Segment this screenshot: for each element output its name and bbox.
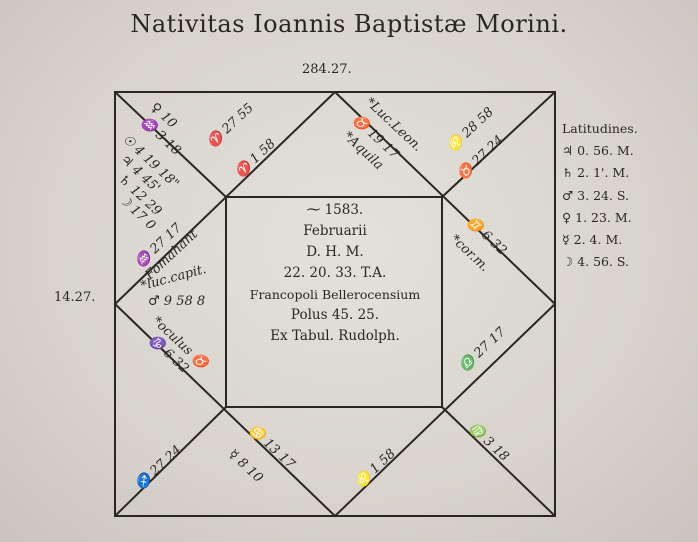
polus-elevation: Polus 45. 25. [290,307,380,323]
annotation-mercury: ☿ 8 10 [225,447,265,486]
tables-source: Ex Tabul. Rudolph. [270,328,400,344]
annotation-sagittarius: ♐ 27 24 [132,442,185,493]
birth-place: Francopoli Bellerocensium [249,287,421,302]
latitudes-heading: Latitudines. [562,121,638,136]
annotation-aries-1: ♈ 27 55 [204,100,257,151]
birth-time: 22. 20. 33. T.A. [283,265,387,281]
diagonal-sw [114,406,227,517]
chart-title: Nativitas Ioannis Baptistæ Morini. [130,10,568,38]
latitude-row: ☿ 2. 4. M. [562,232,623,248]
birth-year-value: 1583. [324,202,364,218]
dhm-header: D. H. M. [306,244,364,260]
latitude-row: ♀ 1. 23. M. [562,209,632,225]
annotation-leo-2: ♌ 1 58 [352,446,399,491]
diagonal-ne [441,91,556,198]
inner-square [225,196,443,408]
annotation-mars: ♂ 9 58 8 [148,294,205,309]
latitude-row: ☽ 4. 56. S. [562,254,630,270]
latitude-row: ♃ 0. 56. M. [562,143,634,159]
diagonal-se [441,406,556,517]
top-cusp-label: 284.27. [302,62,352,77]
diagonal-nw [114,91,227,198]
latitude-row: ♂ 3. 24. S. [562,187,630,203]
annotation-aries-2: ♈ 1 58 [232,136,279,181]
latitudes-table: Latitudines. ♃ 0. 56. M. ♄ 2. 1'. M. ♂ 3… [562,118,638,273]
chart-center-block: ⁓ 1583. Februarii D. H. M. 22. 20. 33. T… [228,200,442,406]
annotation-libra: ♎ 27 17 [456,323,510,374]
latitude-row: ♄ 2. 1'. M. [562,165,630,181]
birth-month: Februarii [303,223,367,239]
left-cusp-label: 14.27. [54,290,96,305]
annotation-virgo: ♍ 3 18 [465,419,512,464]
house-diamond [113,91,557,518]
birth-year: ⁓ 1583. [306,202,364,218]
